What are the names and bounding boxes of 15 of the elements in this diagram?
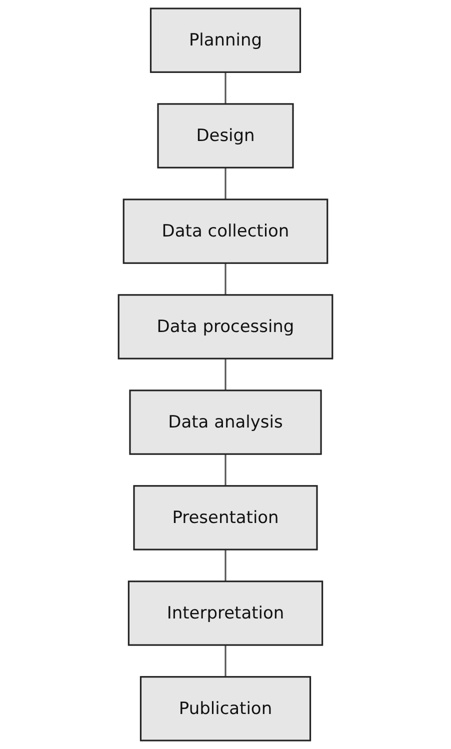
connector xyxy=(224,168,226,200)
connector xyxy=(224,645,226,677)
node-box: Interpretation xyxy=(128,580,324,646)
node-box: Data analysis xyxy=(129,390,322,455)
connector xyxy=(224,454,226,486)
connector xyxy=(224,263,226,295)
connector xyxy=(224,72,226,104)
connector xyxy=(224,358,226,390)
node-box: Publication xyxy=(140,676,312,742)
node-box: Data collection xyxy=(122,198,328,264)
node-box: Data processing xyxy=(118,294,334,360)
node-box: Presentation xyxy=(133,485,318,550)
node-box: Design xyxy=(157,103,294,168)
node-box: Planning xyxy=(150,8,302,73)
connector xyxy=(224,550,226,582)
